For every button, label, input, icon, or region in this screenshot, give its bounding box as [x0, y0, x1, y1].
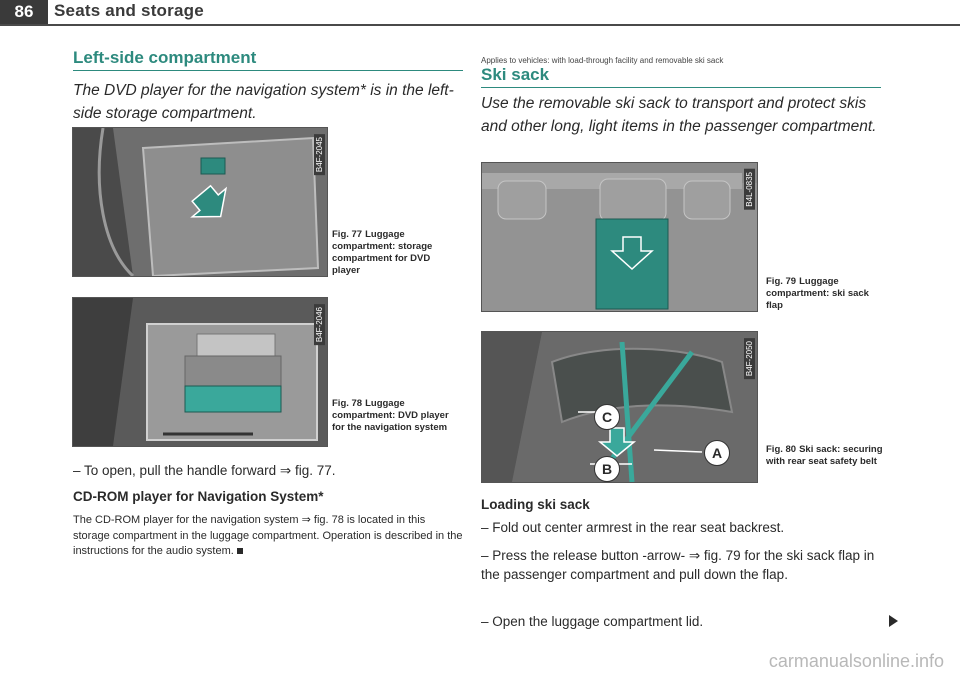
- triangle-right-icon: [889, 615, 898, 627]
- applies-note: Applies to vehicles: with load-through f…: [481, 56, 724, 65]
- fig80-caption-text: Ski sack: securing with rear seat safety…: [766, 444, 883, 467]
- fig80-label-c: C: [594, 404, 620, 430]
- square-end-icon: [236, 548, 243, 554]
- fig80-code: B4F-2050: [744, 338, 755, 380]
- fig77-illustration: [73, 128, 327, 276]
- right-step-3: – Open the luggage compartment lid.: [481, 614, 704, 629]
- left-heading-rule: [73, 70, 463, 71]
- right-heading: Ski sack: [481, 65, 550, 84]
- fig77-number: Fig. 77: [332, 229, 363, 240]
- fig78-image: B4F-2046: [72, 297, 328, 447]
- watermark: carmanualsonline.info: [768, 651, 944, 671]
- fig77-image: B4F-2045: [72, 127, 328, 277]
- fig79-code: B4L-0835: [744, 169, 755, 210]
- fig77-caption-text: Luggage compartment: storage compartment…: [332, 229, 433, 276]
- fig79-illustration: [482, 163, 757, 311]
- left-step: – To open, pull the handle forward ⇒ fig…: [73, 463, 336, 478]
- right-lead: Use the removable ski sack to transport …: [481, 95, 877, 135]
- left-subheading: CD-ROM player for Navigation System*: [73, 489, 324, 504]
- fig78-illustration: [73, 298, 327, 446]
- fig78-number: Fig. 78: [332, 398, 363, 409]
- fig80-image: B4F-2050 C B A: [481, 331, 758, 483]
- right-step-2: – Press the release button -arrow- ⇒ fig…: [481, 548, 875, 582]
- fig80-number: Fig. 80: [766, 444, 797, 455]
- fig78-code: B4F-2046: [314, 304, 325, 346]
- right-heading-rule: [481, 87, 881, 88]
- fig79-number: Fig. 79: [766, 276, 797, 287]
- right-subheading: Loading ski sack: [481, 497, 590, 512]
- fig79-image: B4L-0835: [481, 162, 758, 312]
- fig80-label-a: A: [704, 440, 730, 466]
- page-number: 86: [0, 0, 48, 24]
- fig78-caption-text: Luggage compartment: DVD player for the …: [332, 398, 449, 433]
- header-rule: [0, 24, 960, 26]
- left-heading: Left-side compartment: [73, 48, 257, 67]
- right-step-1: – Fold out center armrest in the rear se…: [481, 520, 785, 535]
- left-lead: The DVD player for the navigation system…: [73, 82, 454, 122]
- fig80-label-b: B: [594, 456, 620, 482]
- left-body: The CD-ROM player for the navigation sys…: [73, 513, 463, 560]
- section-title: Seats and storage: [54, 1, 204, 20]
- fig77-code: B4F-2045: [314, 134, 325, 176]
- left-body-text: The CD-ROM player for the navigation sys…: [73, 514, 463, 557]
- fig79-caption-text: Luggage compartment: ski sack flap: [766, 276, 869, 311]
